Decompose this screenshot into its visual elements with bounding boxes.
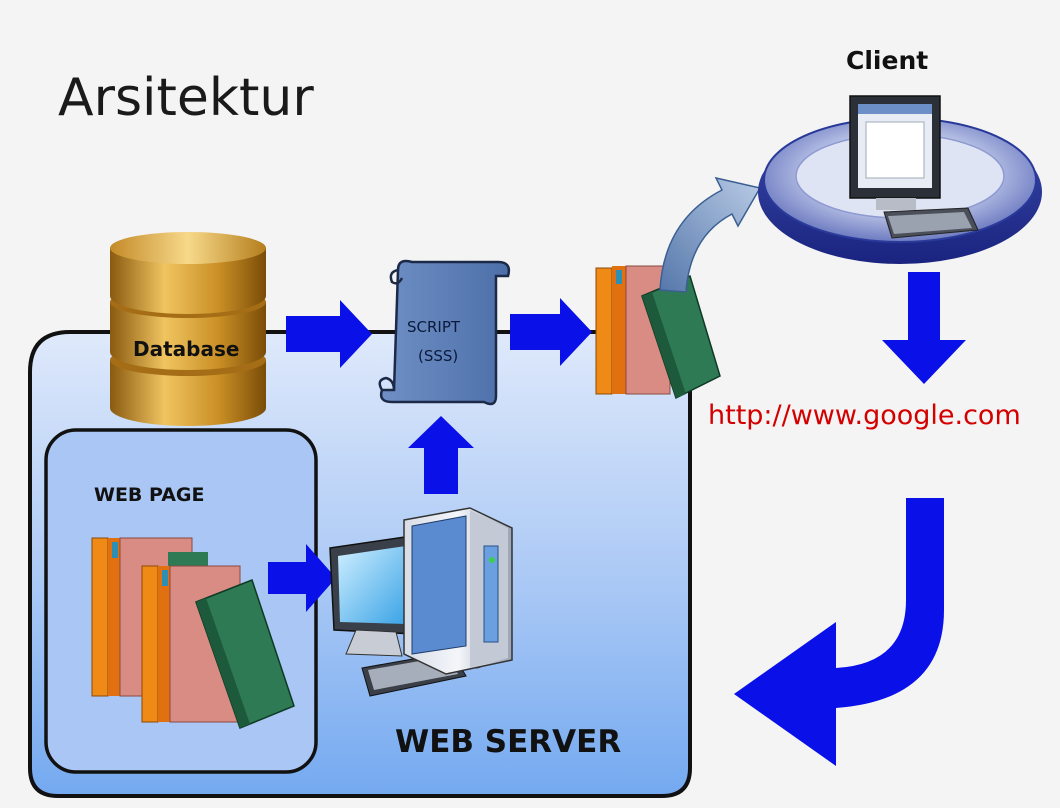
curved-arrow-icon (659, 176, 762, 293)
server-tower-icon (403, 507, 513, 675)
script-sublabel: (SSS) (418, 347, 459, 365)
books-icon (91, 537, 295, 729)
web-page-label: WEB PAGE (94, 484, 205, 506)
database-icon (110, 232, 266, 426)
web-server-label: WEB SERVER (395, 724, 622, 760)
client-label: Client (846, 46, 929, 75)
client-computer-icon (758, 95, 1042, 264)
arrow-icon (268, 272, 966, 612)
url-text: http://www.google.com (708, 400, 1021, 431)
script-label: SCRIPT (407, 318, 461, 336)
return-arrow-icon (734, 498, 944, 766)
database-label: Database (133, 337, 240, 361)
script-scroll-icon (378, 259, 511, 406)
books-icon (595, 265, 721, 400)
page-title: Arsitektur (58, 68, 314, 128)
